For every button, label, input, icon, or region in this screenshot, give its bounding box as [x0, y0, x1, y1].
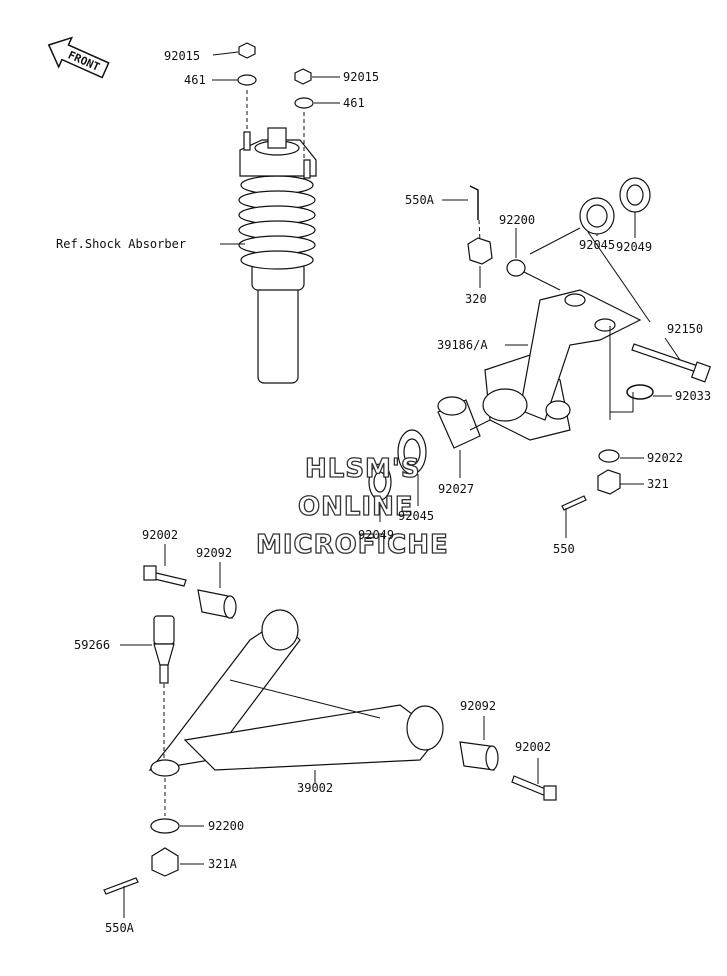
cotter-pin-550-icon — [561, 495, 587, 511]
label-321a: 321A — [208, 857, 238, 871]
label-59266: 59266 — [74, 638, 110, 652]
label-92027: 92027 — [438, 482, 474, 496]
nut-92015-a-icon — [238, 42, 256, 59]
label-461-b: 461 — [343, 96, 365, 110]
washer-92200-bottom-icon — [150, 818, 180, 834]
label-shock-ref: Ref.Shock Absorber — [56, 237, 186, 251]
castle-nut-320-icon — [467, 237, 493, 265]
label-550a-bottom: 550A — [105, 921, 135, 935]
bolt-92150-icon — [631, 343, 712, 383]
label-92200-top: 92200 — [499, 213, 535, 227]
label-92022: 92022 — [647, 451, 683, 465]
washer-92022-icon — [598, 449, 620, 463]
bushing-92092-left-icon — [197, 589, 237, 619]
washer-461-a-icon — [237, 74, 257, 86]
knuckle-39186a — [482, 289, 642, 441]
label-461-a: 461 — [184, 73, 206, 87]
bushing-92092-right-icon — [459, 741, 499, 771]
watermark-line1: HLSM'S — [305, 454, 421, 484]
label-550a-top: 550A — [405, 193, 435, 207]
label-92049-top: 92049 — [616, 240, 652, 254]
nut-92015-b-icon — [294, 68, 312, 85]
ball-joint-59266-icon — [153, 615, 175, 684]
label-92045-top: 92045 — [579, 238, 615, 252]
label-92049-bottom: 92049 — [358, 528, 394, 542]
label-92002-left: 92002 — [142, 528, 178, 542]
label-92015-a: 92015 — [164, 49, 200, 63]
collar-92027-icon — [437, 396, 481, 449]
label-92092-left: 92092 — [196, 546, 232, 560]
circlip-92033-icon — [626, 384, 654, 400]
front-arrow-icon: FRONT — [47, 36, 110, 79]
watermark-line2: ONLINE — [298, 492, 414, 522]
cotter-pin-550a-bottom-icon — [103, 877, 139, 895]
label-92150: 92150 — [667, 322, 703, 336]
seal-92049-bottom-icon — [368, 463, 392, 501]
bolt-92002-right-icon — [511, 775, 557, 801]
watermark-line3: MICROFICHE — [256, 530, 449, 560]
label-92002-right: 92002 — [515, 740, 551, 754]
label-92200-bottom: 92200 — [208, 819, 244, 833]
label-39002: 39002 — [297, 781, 333, 795]
bearing-92045-top-icon — [579, 197, 615, 235]
label-92033: 92033 — [675, 389, 711, 403]
castle-nut-321a-icon — [151, 847, 179, 877]
label-92045-bottom: 92045 — [398, 509, 434, 523]
seal-92049-top-icon — [619, 177, 651, 213]
label-550: 550 — [553, 542, 575, 556]
label-39186a: 39186/A — [437, 338, 488, 352]
bolt-92002-left-icon — [143, 565, 187, 587]
castle-nut-321-icon — [597, 469, 621, 495]
washer-92200-top-icon — [506, 259, 526, 277]
label-92015-b: 92015 — [343, 70, 379, 84]
cotter-pin-550a-top-icon — [469, 185, 479, 220]
shock-absorber — [238, 127, 317, 384]
washer-461-b-icon — [294, 97, 314, 109]
label-320: 320 — [465, 292, 487, 306]
bearing-92045-bottom-icon — [397, 429, 427, 475]
label-321: 321 — [647, 477, 669, 491]
lower-arm-39002 — [148, 609, 444, 777]
label-92092-right: 92092 — [460, 699, 496, 713]
watermark: HLSM'S ONLINE MICROFICHE — [255, 453, 449, 560]
